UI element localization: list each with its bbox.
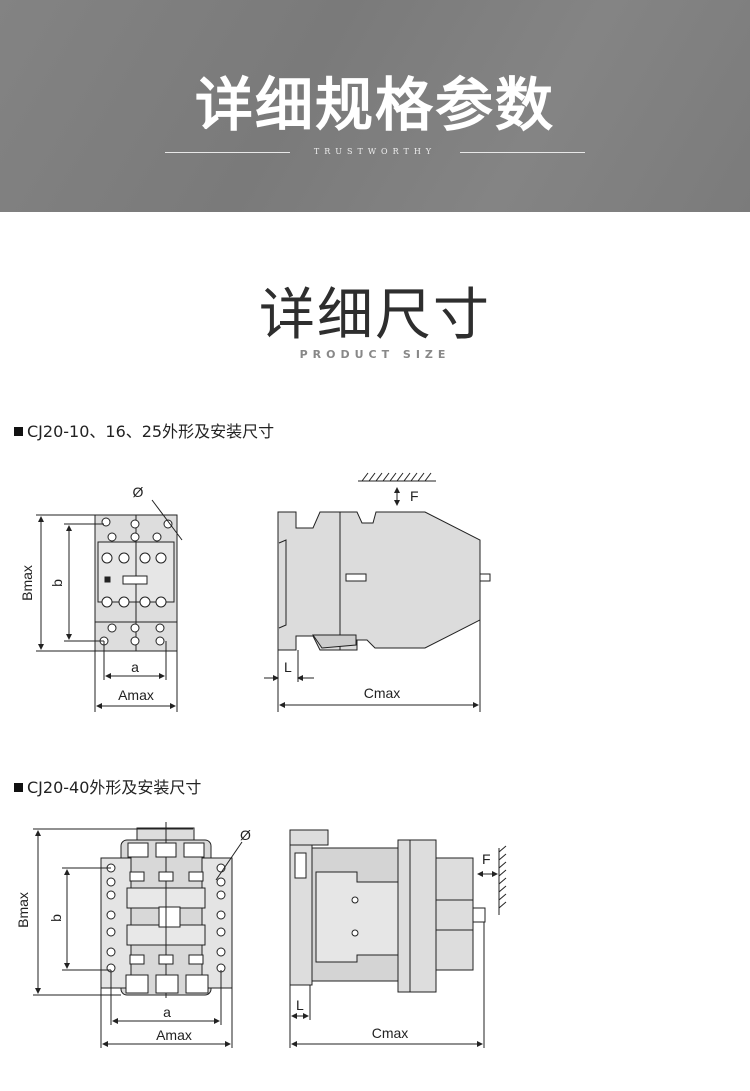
label-f: F	[410, 488, 419, 504]
label-cmax: Cmax	[364, 685, 401, 701]
header-banner: 详细规格参数 TRUSTWORTHY	[0, 0, 750, 212]
label-bmax: Bmax	[19, 565, 35, 601]
label-amax: Amax	[118, 687, 154, 703]
bullet-square-icon	[14, 783, 23, 792]
diagram1-front-view	[36, 499, 183, 712]
diagram2-side-view	[289, 829, 507, 1048]
label-a: a	[163, 1004, 171, 1020]
label-amax: Amax	[156, 1027, 192, 1043]
diagram2-front-view	[33, 822, 243, 1048]
label-b: b	[48, 914, 64, 922]
heading-text: CJ20-40外形及安装尺寸	[27, 778, 202, 797]
label-bmax: Bmax	[15, 892, 31, 928]
label-l: L	[284, 659, 292, 675]
diagram-heading-1: CJ20-10、16、25外形及安装尺寸	[14, 418, 274, 442]
section-subtitle: PRODUCT SIZE	[299, 348, 451, 361]
label-l: L	[296, 997, 304, 1013]
label-f: F	[482, 851, 491, 867]
diagram1-side-view	[264, 472, 491, 712]
divider-left	[165, 152, 290, 153]
label-a: a	[131, 659, 139, 675]
section-title: 详细尺寸	[259, 283, 491, 348]
diagram-heading-2: CJ20-40外形及安装尺寸	[14, 774, 201, 798]
label-phi: Ø	[240, 827, 251, 843]
label-cmax: Cmax	[372, 1025, 409, 1041]
bullet-square-icon	[14, 427, 23, 436]
banner-subtitle: TRUSTWORTHY	[313, 147, 437, 156]
banner-title: 详细规格参数	[194, 71, 555, 139]
heading-text: CJ20-10、16、25外形及安装尺寸	[27, 422, 275, 441]
label-phi: Ø	[133, 484, 144, 500]
label-b: b	[49, 579, 65, 587]
divider-right	[460, 152, 585, 153]
